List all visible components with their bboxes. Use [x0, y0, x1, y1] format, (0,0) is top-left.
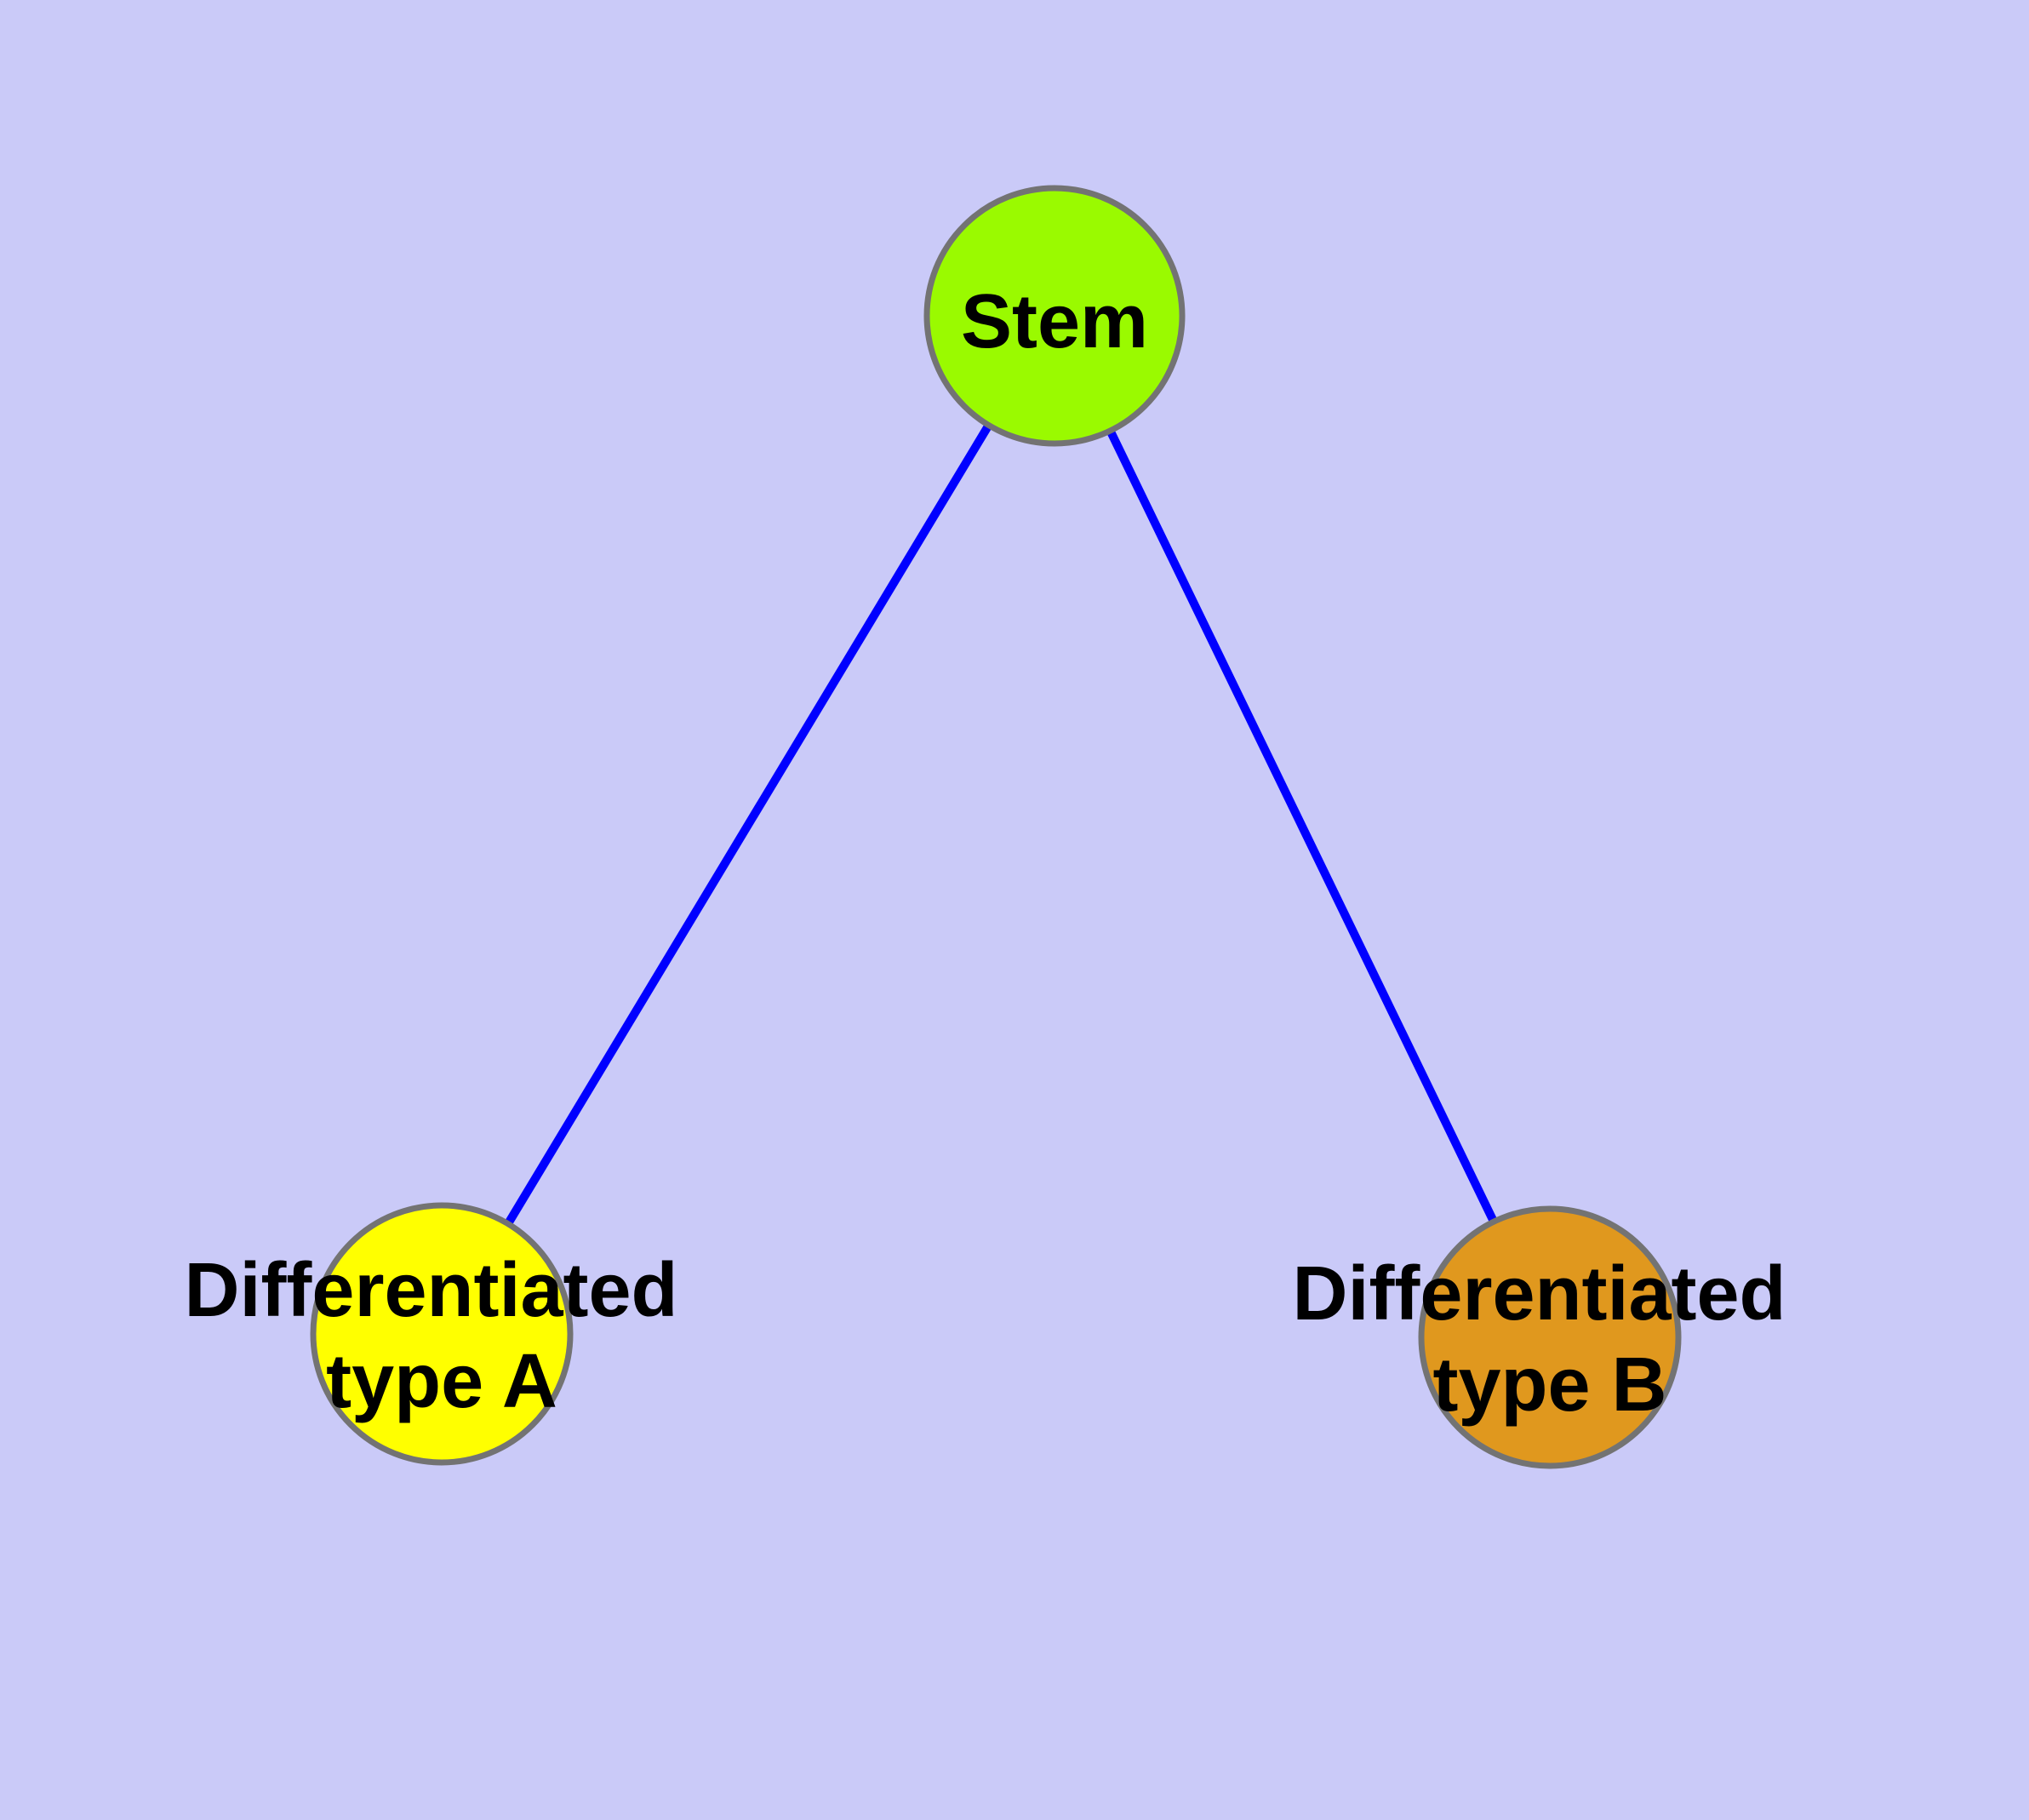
edge-stem-to-type-b: [1050, 313, 1554, 1340]
node-label-differentiated-type-b: Differentiated type B: [1292, 1251, 1807, 1428]
node-label-stem-line-1: Stem: [961, 279, 1148, 364]
node-label-differentiated-type-a: Differentiated type A: [184, 1248, 699, 1424]
node-label-type-b-line-1: Differentiated: [1292, 1251, 1786, 1336]
node-label-type-a-line-1: Differentiated: [184, 1248, 677, 1333]
node-differentiated-type-b: [1418, 1205, 1682, 1469]
node-label-type-a-line-2: type A: [326, 1339, 557, 1424]
node-label-stem: Stem: [961, 279, 1148, 364]
node-stem: [923, 185, 1186, 447]
node-label-type-b-line-2: type B: [1432, 1342, 1666, 1428]
edge-stem-to-type-a: [437, 313, 1059, 1336]
node-differentiated-type-a: [310, 1202, 574, 1466]
